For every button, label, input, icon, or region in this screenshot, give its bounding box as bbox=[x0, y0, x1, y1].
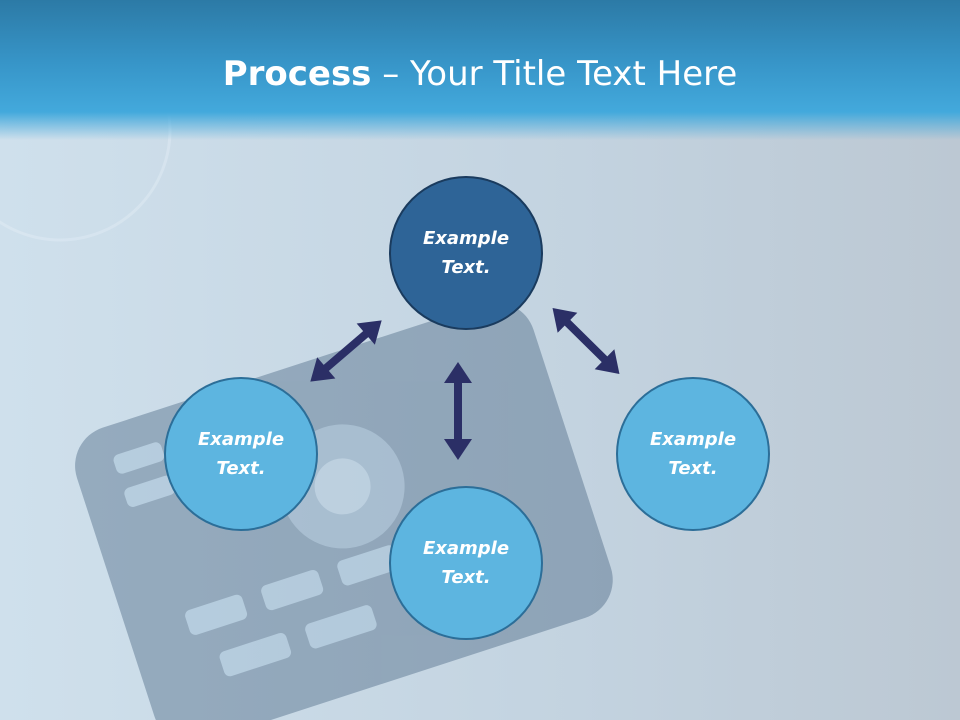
arrow-vertical bbox=[444, 362, 472, 460]
title-band bbox=[0, 0, 960, 140]
slide-title: Process – Your Title Text Here bbox=[0, 52, 960, 96]
node-right-line1: Example bbox=[649, 429, 737, 450]
title-rest-part: – Your Title Text Here bbox=[371, 54, 738, 94]
node-top-line2: Text. bbox=[441, 257, 491, 278]
node-right-line2: Text. bbox=[668, 458, 718, 479]
node-left-line2: Text. bbox=[216, 458, 266, 479]
node-bottom-line1: Example bbox=[422, 538, 510, 559]
arrow-top-left bbox=[310, 320, 382, 382]
node-bottom-line2: Text. bbox=[441, 567, 491, 588]
node-top-line1: Example bbox=[422, 228, 510, 249]
process-node-left: Example Text. bbox=[164, 377, 318, 531]
process-node-bottom: Example Text. bbox=[389, 486, 543, 640]
process-node-right: Example Text. bbox=[616, 377, 770, 531]
node-left-line1: Example bbox=[197, 429, 285, 450]
title-bold-part: Process bbox=[222, 54, 372, 94]
process-node-top: Example Text. bbox=[389, 176, 543, 330]
arrow-top-right bbox=[552, 307, 620, 375]
